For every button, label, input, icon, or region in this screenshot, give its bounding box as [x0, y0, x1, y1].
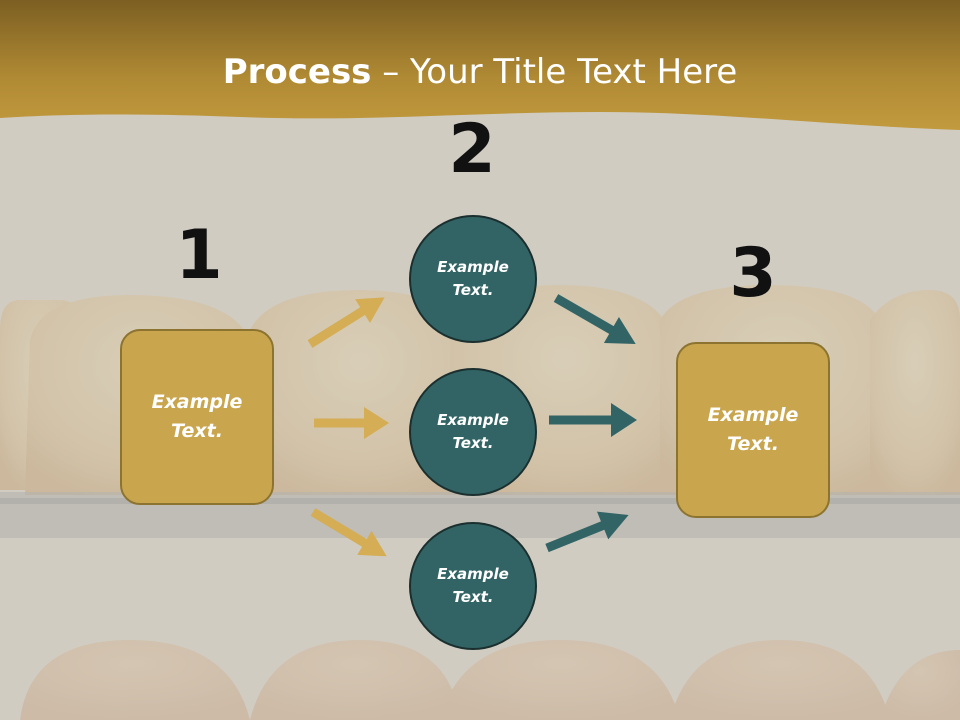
- arrow-left-to-bottom: [310, 508, 387, 557]
- step-3-text: Example Text.: [707, 404, 799, 455]
- middle-node-top: Example Text.: [409, 215, 537, 343]
- slide-title: Process – Your Title Text Here: [0, 52, 960, 92]
- middle-node-bottom-text: Example Text.: [437, 565, 509, 606]
- arrow-bottom-to-right: [545, 511, 629, 553]
- step-1-text: Example Text.: [151, 391, 243, 442]
- middle-node-bottom: Example Text.: [409, 522, 537, 650]
- middle-node-center-text: Example Text.: [437, 411, 509, 452]
- middle-node-top-text: Example Text.: [437, 258, 509, 299]
- step-number-3: 3: [729, 234, 777, 313]
- middle-node-center: Example Text.: [409, 368, 537, 496]
- step-number-1: 1: [175, 216, 223, 295]
- step-3-box: Example Text.: [676, 342, 830, 518]
- step-number-2: 2: [448, 110, 496, 189]
- arrow-top-to-right: [553, 294, 636, 344]
- arrow-center-to-right: [549, 403, 637, 437]
- title-strong: Process: [222, 52, 372, 92]
- arrow-left-to-center: [314, 407, 389, 439]
- header-band: [0, 0, 960, 130]
- title-rest: – Your Title Text Here: [371, 52, 738, 92]
- arrow-left-to-top: [307, 297, 385, 348]
- step-1-box: Example Text.: [120, 329, 274, 505]
